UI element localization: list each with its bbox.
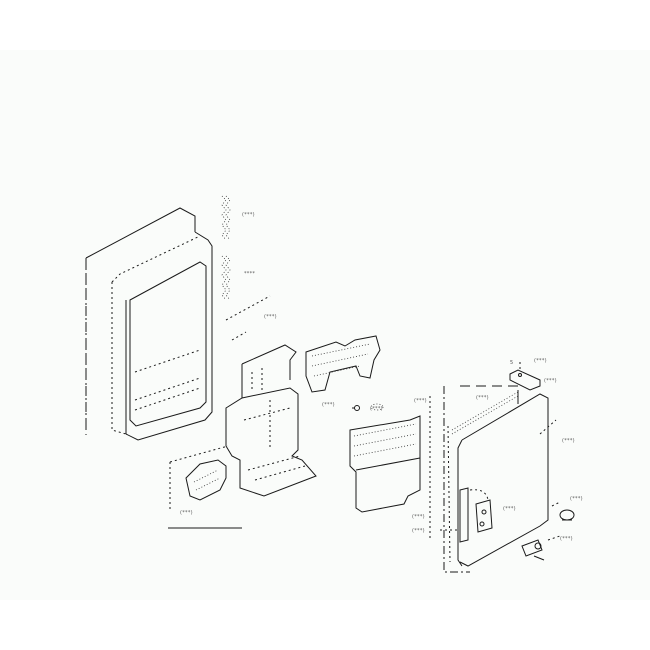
hinge-top <box>509 369 541 391</box>
duct-cover <box>349 415 421 513</box>
callout-label: (***) <box>476 395 489 401</box>
hinge-assembly <box>459 487 493 543</box>
callout-label: (***) <box>534 358 547 364</box>
callout-labels: (***) **** (***) (***) (***) (***) (***)… <box>180 212 583 542</box>
right-guide-frame <box>429 385 520 573</box>
leader-lines <box>519 362 561 541</box>
left-guide-lines <box>168 295 271 529</box>
callout-label: (***) <box>322 402 335 408</box>
callout-label: (***) <box>180 510 193 516</box>
spring-lower <box>221 255 231 301</box>
callout-label: (***) <box>544 378 557 384</box>
cap <box>559 509 575 521</box>
callout-label: (***) <box>562 438 575 444</box>
door-panel <box>447 393 549 567</box>
callout-label: (***) <box>560 536 573 542</box>
diagram-background <box>0 50 650 600</box>
callout-label: (***) <box>242 212 255 218</box>
callout-label: (***) <box>414 398 427 404</box>
spring-upper <box>221 195 231 241</box>
screw <box>352 405 360 411</box>
small-lever <box>185 459 227 501</box>
callout-label: 5 <box>510 360 513 366</box>
callout-label: (***) <box>412 514 425 520</box>
callout-label: (***) <box>264 314 277 320</box>
motor-module <box>305 335 381 393</box>
washer <box>370 403 384 411</box>
callout-label: **** <box>244 271 255 277</box>
callout-label: (***) <box>412 528 425 534</box>
bottom-hinge <box>521 539 545 561</box>
callout-label: (***) <box>370 406 383 412</box>
callout-label: (***) <box>570 496 583 502</box>
callout-label: (***) <box>503 506 516 512</box>
housing-bracket <box>225 344 317 497</box>
gasket-strip <box>451 390 519 435</box>
panel-frame <box>85 207 213 441</box>
